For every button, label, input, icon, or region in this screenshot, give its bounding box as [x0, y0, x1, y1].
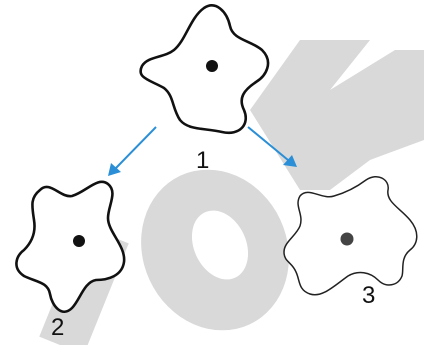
parent-cell: 1 [139, 4, 270, 174]
daughter-cell-right-nucleus [340, 232, 354, 246]
daughter-cell-left-nucleus [73, 235, 85, 247]
arrow-left-shaft [115, 126, 157, 169]
parent-cell-label: 1 [196, 147, 209, 174]
daughter-cell-left: 2 [15, 180, 126, 341]
watermark-letter-o-inner [191, 210, 249, 280]
parent-cell-nucleus [206, 60, 218, 72]
daughter-cell-right-label: 3 [362, 282, 375, 309]
watermark-letter-m [250, 40, 424, 190]
daughter-cell-right: 3 [283, 176, 418, 309]
daughter-cell-left-membrane [15, 180, 126, 314]
arrow-right-shaft [247, 126, 289, 161]
parent-cell-membrane [139, 4, 270, 135]
down-right-arrow-icon [247, 126, 297, 167]
arrow-left-head [108, 163, 121, 176]
arrow-right-head [283, 155, 297, 167]
watermark [39, 40, 424, 345]
daughter-cell-left-label: 2 [51, 314, 64, 341]
down-left-arrow-icon [108, 126, 157, 176]
